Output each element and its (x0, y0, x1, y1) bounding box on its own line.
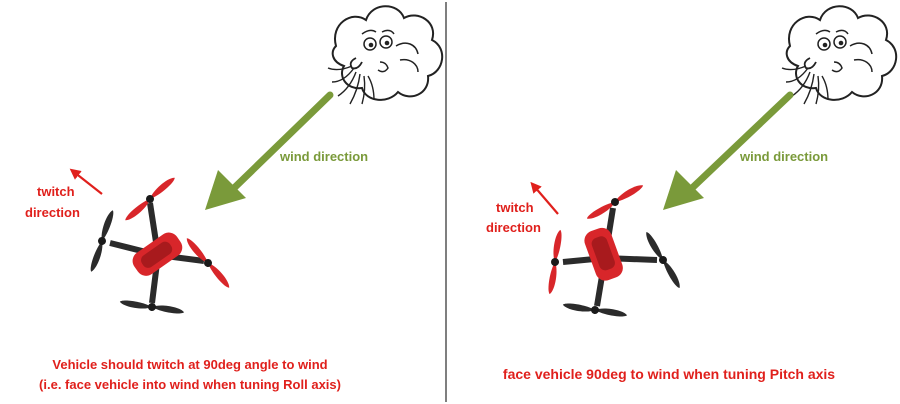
left-panel: wind direction twitch direction Vehicle … (25, 5, 444, 392)
direction-label: direction (486, 220, 541, 235)
right-caption: face vehicle 90deg to wind when tuning P… (503, 366, 835, 382)
blowing-cloud-face-icon (327, 5, 444, 105)
left-caption-line-2: (i.e. face vehicle into wind when tuning… (39, 377, 341, 392)
blowing-cloud-face-icon (781, 5, 898, 105)
direction-label: direction (25, 205, 80, 220)
twitch-arrow (69, 168, 103, 195)
twitch-label: twitch (37, 184, 75, 199)
left-caption-line-1: Vehicle should twitch at 90deg angle to … (52, 357, 327, 372)
twitch-label: twitch (496, 200, 534, 215)
wind-direction-label: wind direction (739, 149, 828, 164)
right-panel: wind direction twitch direction face veh… (486, 5, 898, 382)
quadcopter-icon (79, 176, 231, 326)
wind-arrow (205, 91, 334, 210)
quadcopter-icon (536, 183, 682, 329)
wind-direction-label: wind direction (279, 149, 368, 164)
wind-arrow (663, 91, 794, 210)
twitch-arrow (530, 181, 559, 215)
